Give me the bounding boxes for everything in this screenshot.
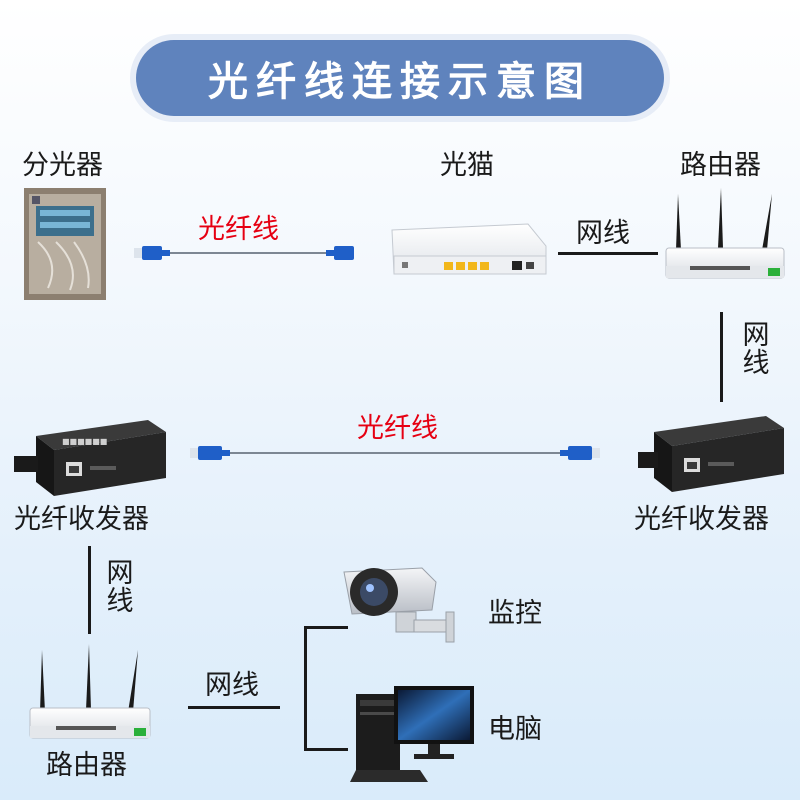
router-top-label: 路由器 <box>680 150 761 181</box>
net-line-modem-router <box>558 252 658 255</box>
page-title: 光纤线连接示意图 <box>208 59 592 105</box>
splitter-box-icon <box>24 188 106 300</box>
branch-line-computer <box>304 748 348 751</box>
computer-label: 电脑 <box>488 714 542 745</box>
fiber-middle-label: 光纤线 <box>357 413 438 444</box>
computer-icon <box>350 686 474 782</box>
optical-modem-label: 光猫 <box>440 150 494 181</box>
router-top-icon <box>665 188 785 279</box>
fiber-cable-middle-icon <box>190 446 600 460</box>
net-transceiver-router-label: 网线 <box>106 558 134 618</box>
net-line-router-devices <box>188 706 280 709</box>
splitter-label: 分光器 <box>22 150 103 181</box>
title-banner: 光纤线连接示意图 <box>136 40 664 116</box>
camera-label: 监控 <box>488 598 542 629</box>
net-modem-router-label: 网线 <box>576 218 630 249</box>
transceiver-right-label: 光纤收发器 <box>634 504 769 535</box>
net-line-router-transceiver <box>720 312 723 402</box>
router-bottom-icon <box>29 644 151 739</box>
router-bottom-label: 路由器 <box>46 750 127 781</box>
fiber-top-label: 光纤线 <box>198 214 279 245</box>
optical-modem-icon <box>391 223 547 275</box>
fiber-cable-top-icon <box>134 246 354 260</box>
branch-line-vertical <box>304 626 307 750</box>
transceiver-right-icon <box>638 416 784 492</box>
net-router-devices-label: 网线 <box>205 670 259 701</box>
branch-line-camera <box>304 626 348 629</box>
net-router-transceiver-label: 网线 <box>742 320 770 380</box>
transceiver-left-label: 光纤收发器 <box>14 504 149 535</box>
transceiver-left-icon: ■■■■■■ <box>14 420 166 496</box>
svg-text:■■■■■■: ■■■■■■ <box>62 437 107 446</box>
net-line-transceiver-router <box>88 546 91 634</box>
security-camera-icon <box>343 567 455 643</box>
